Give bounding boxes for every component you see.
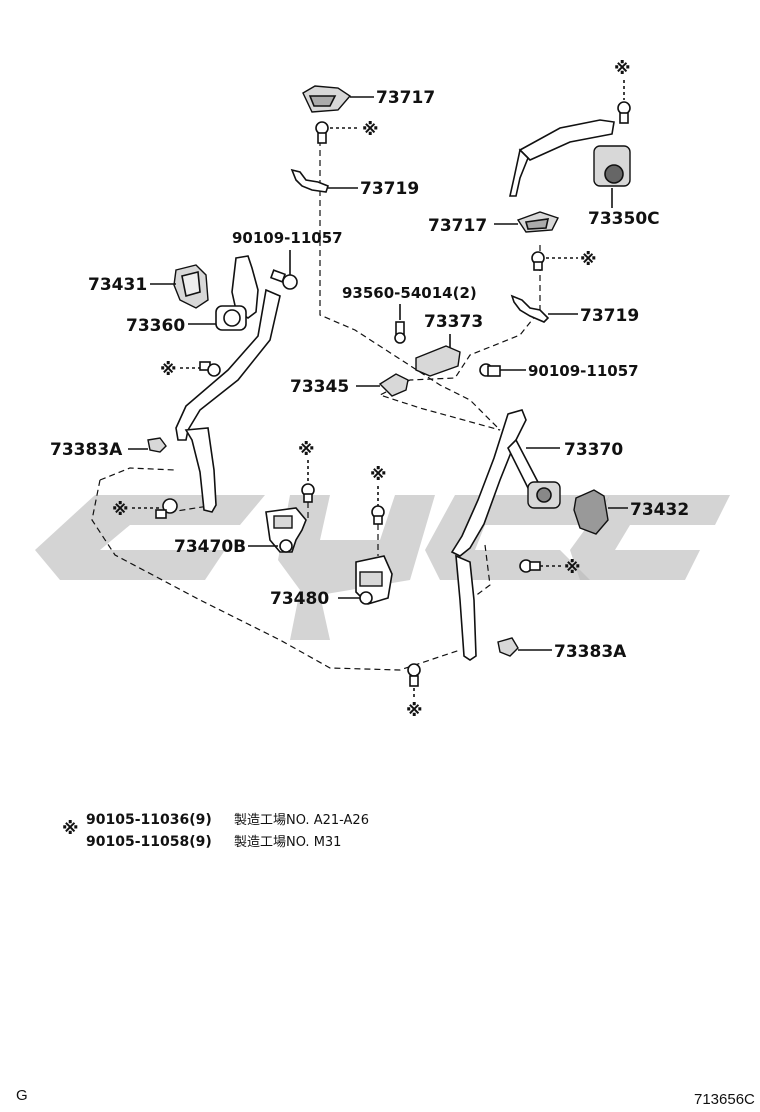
bolt-icon bbox=[519, 559, 541, 573]
bolt-icon bbox=[407, 663, 421, 687]
part-73350c-retractor bbox=[509, 119, 631, 197]
bolt-icon bbox=[301, 483, 315, 503]
label-73360: 73360 bbox=[126, 316, 185, 336]
bolt-icon-90109-right bbox=[479, 363, 501, 377]
marker-symbol: ※ bbox=[362, 120, 379, 140]
part-73717-right-cover bbox=[516, 211, 559, 233]
label-90109-right: 90109-11057 bbox=[528, 362, 639, 380]
part-73717-top-cover bbox=[302, 85, 352, 113]
bolt-icon bbox=[531, 251, 545, 271]
label-73719-right: 73719 bbox=[580, 306, 639, 326]
marker-symbol: ※ bbox=[580, 250, 597, 270]
part-73373-bracket bbox=[415, 345, 461, 377]
part-73383a-right-clip bbox=[497, 637, 519, 657]
label-73431: 73431 bbox=[88, 275, 147, 295]
label-73470b: 73470B bbox=[174, 537, 246, 557]
bolt-icon-90109-left bbox=[269, 269, 298, 290]
part-73480-buckle bbox=[355, 555, 393, 605]
bolt-icon bbox=[617, 101, 631, 124]
label-73370: 73370 bbox=[564, 440, 623, 460]
label-90109-left: 90109-11057 bbox=[232, 229, 343, 247]
bolt-icon bbox=[199, 361, 221, 377]
bolt-icon bbox=[155, 498, 178, 519]
label-73432: 73432 bbox=[630, 500, 689, 520]
label-73719-top: 73719 bbox=[360, 179, 419, 199]
marker-symbol: ※ bbox=[614, 59, 631, 79]
label-73480: 73480 bbox=[270, 589, 329, 609]
marker-symbol: ※ bbox=[564, 558, 581, 578]
bolt-icon bbox=[315, 121, 329, 144]
bolt-icon bbox=[371, 505, 385, 525]
corner-right-code: 713656C bbox=[694, 1091, 755, 1108]
part-73360-retractor bbox=[175, 255, 281, 513]
label-73373: 73373 bbox=[424, 312, 483, 332]
corner-left-code: G bbox=[16, 1087, 28, 1104]
part-73370-belt-assembly bbox=[450, 409, 561, 661]
notes-marker-symbol: ※ bbox=[62, 819, 79, 839]
label-93560: 93560-54014(2) bbox=[342, 284, 477, 302]
part-73431-cover bbox=[173, 264, 209, 309]
marker-symbol: ※ bbox=[160, 360, 177, 380]
part-73470b-buckle bbox=[265, 507, 307, 553]
label-73383a-right: 73383A bbox=[554, 642, 627, 662]
label-73383a-left: 73383A bbox=[50, 440, 123, 460]
vehicle-floor-outline bbox=[91, 130, 541, 671]
note-line2-part: 90105-11058(9) bbox=[86, 834, 212, 850]
marker-symbol: ※ bbox=[298, 440, 315, 460]
part-73383a-left-clip bbox=[147, 437, 167, 453]
screw-icon-93560 bbox=[394, 321, 406, 344]
note-line2-text: 製造工場NO. M31 bbox=[234, 835, 341, 850]
label-73717-top: 73717 bbox=[376, 88, 435, 108]
note-line1-part: 90105-11036(9) bbox=[86, 812, 212, 828]
marker-symbol: ※ bbox=[406, 701, 423, 721]
watermark-logo bbox=[35, 495, 730, 640]
label-73345: 73345 bbox=[290, 377, 349, 397]
part-73719-right-bracket bbox=[510, 294, 550, 323]
note-line1-text: 製造工場NO. A21-A26 bbox=[234, 813, 369, 828]
part-73719-left-bracket bbox=[290, 168, 329, 193]
label-73350c: 73350C bbox=[588, 209, 660, 229]
label-73717-right: 73717 bbox=[428, 216, 487, 236]
marker-symbol: ※ bbox=[112, 500, 129, 520]
part-73345-anchor bbox=[378, 373, 409, 397]
part-73432-cover bbox=[573, 489, 609, 535]
marker-symbol: ※ bbox=[370, 465, 387, 485]
